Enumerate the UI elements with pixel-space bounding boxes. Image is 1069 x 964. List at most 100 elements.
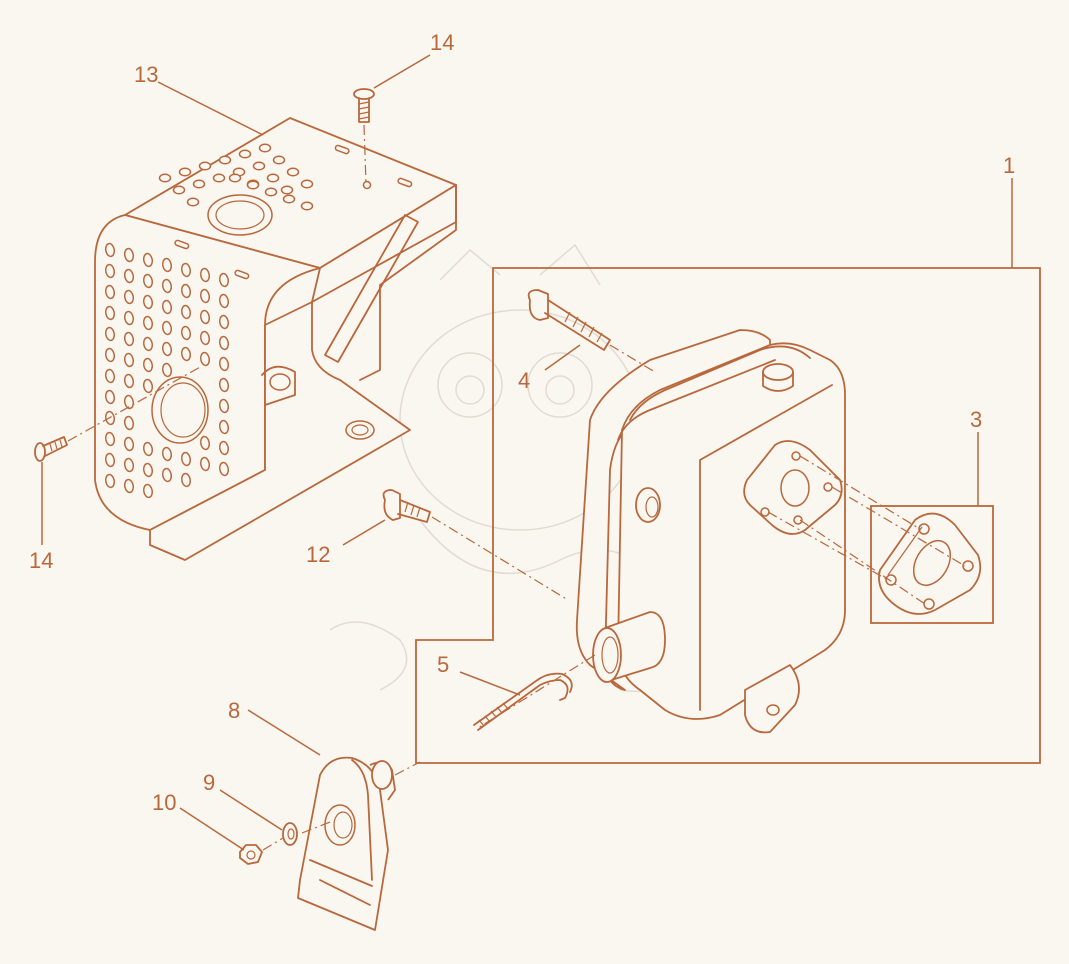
perforation-hole	[218, 419, 230, 435]
perforation-hole	[180, 304, 192, 320]
bolt-4	[527, 289, 656, 373]
callout-leaders	[41, 54, 1013, 851]
perforation-hole	[158, 173, 172, 183]
callout-13: 13	[134, 62, 158, 87]
perforation-hole	[218, 440, 230, 456]
callout-1: 1	[1003, 153, 1015, 178]
perforation-hole	[104, 389, 116, 405]
perforation-hole	[142, 378, 154, 394]
perforation-hole	[300, 179, 314, 189]
perforation-hole	[123, 310, 135, 326]
perforation-hole	[199, 330, 211, 346]
perforation-hole	[142, 483, 154, 499]
perforation-hole	[123, 268, 135, 284]
perforation-hole	[199, 309, 211, 325]
perforation-hole	[198, 161, 212, 171]
perforation-hole	[212, 173, 226, 183]
perforation-hole	[286, 167, 300, 177]
perforation-hole	[104, 452, 116, 468]
bolt-12	[382, 489, 569, 601]
perforation-hole	[104, 284, 116, 300]
perforation-hole	[104, 326, 116, 342]
perforation-hole	[161, 341, 173, 357]
perforation-hole	[104, 347, 116, 363]
perforation-hole	[199, 267, 211, 283]
heat-shield-13	[94, 117, 457, 561]
perforation-hole	[172, 185, 186, 195]
perforation-hole	[142, 357, 154, 373]
perforation-hole	[218, 356, 230, 372]
perforation-hole	[246, 180, 260, 190]
perforation-hole	[199, 435, 211, 451]
gasket-3	[878, 512, 982, 615]
perforation-hole	[104, 473, 116, 489]
callout-10: 10	[152, 790, 176, 815]
perforation-hole	[104, 305, 116, 321]
callout-8: 8	[228, 698, 240, 723]
perforation-hole	[161, 299, 173, 315]
perforation-hole	[238, 149, 252, 159]
callout-4: 4	[518, 368, 530, 393]
perforation-hole	[104, 431, 116, 447]
muffler-1	[575, 329, 846, 734]
perforation-hole	[218, 398, 230, 414]
perforation-hole	[218, 377, 230, 393]
perforation-hole	[180, 451, 192, 467]
callout-14-top: 14	[430, 30, 454, 55]
perforation-hole	[180, 325, 192, 341]
perforation-hole	[258, 143, 272, 153]
perforation-hole	[142, 336, 154, 352]
callout-12: 12	[306, 542, 330, 567]
perforation-hole	[142, 294, 154, 310]
perforation-hole	[180, 283, 192, 299]
perforation-hole	[123, 436, 135, 452]
perforation-hole	[192, 179, 206, 189]
perforation-hole	[186, 197, 200, 207]
perforation-hole	[104, 263, 116, 279]
perforation-hole	[199, 351, 211, 367]
perforation-hole	[161, 362, 173, 378]
perforation-hole	[123, 289, 135, 305]
perforation-hole	[161, 257, 173, 273]
perforation-hole	[218, 335, 230, 351]
perforation-hole	[218, 272, 230, 288]
perforation-hole	[228, 173, 242, 183]
callout-9: 9	[203, 770, 215, 795]
callout-labels: 1 3 4 5 8 9 10 12 13 14 14	[29, 30, 1015, 815]
perforation-hole	[300, 201, 314, 211]
callout-14-left: 14	[29, 548, 53, 573]
perforation-hole	[266, 173, 280, 183]
perforation-hole	[161, 446, 173, 462]
perforation-hole	[123, 394, 135, 410]
screw-14-top	[353, 88, 375, 184]
perforation-hole	[123, 457, 135, 473]
perforation-hole	[104, 368, 116, 384]
perforation-hole	[123, 247, 135, 263]
perforation-hole	[142, 273, 154, 289]
gasket-3-frame	[870, 505, 994, 624]
perforation-hole	[218, 461, 230, 477]
washer-9	[282, 822, 298, 846]
perforation-hole	[161, 320, 173, 336]
perforation-hole	[282, 194, 296, 204]
perforation-hole	[123, 373, 135, 389]
nut-10	[239, 837, 284, 865]
perforation-hole	[178, 167, 192, 177]
perforation-hole	[218, 155, 232, 165]
bracket-8	[297, 756, 421, 931]
perforation-hole	[123, 415, 135, 431]
perforation-hole	[104, 242, 116, 258]
perforation-hole	[252, 161, 266, 171]
perforation-hole	[272, 155, 286, 165]
perforation-hole	[280, 185, 294, 195]
perforation-hole	[199, 456, 211, 472]
perforation-hole	[180, 472, 192, 488]
perforation-hole	[142, 441, 154, 457]
callout-3: 3	[970, 407, 982, 432]
perforation-hole	[218, 293, 230, 309]
perforation-hole	[264, 187, 278, 197]
perforation-hole	[123, 352, 135, 368]
perforation-hole	[142, 462, 154, 478]
perforation-hole	[199, 288, 211, 304]
